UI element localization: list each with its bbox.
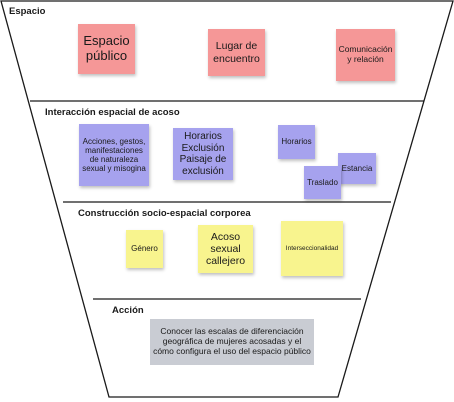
note-interseccionalidad: Interseccionalidad <box>281 221 343 276</box>
note-horarios-exclusion: Horarios Exclusión Paisaje de exclusión <box>173 128 233 180</box>
note-genero: Género <box>126 230 163 268</box>
note-traslado: Traslado <box>304 166 341 199</box>
section-heading-accion: Acción <box>112 305 144 316</box>
note-estancia: Estancia <box>338 153 376 184</box>
note-horarios: Horarios <box>278 125 315 159</box>
note-acciones-gestos: Acciones, gestos, manifestaciones de nat… <box>79 124 149 186</box>
note-conocer-escalas: Conocer las escalas de diferenciación ge… <box>150 319 314 365</box>
section-heading-interaccion: Interacción espacial de acoso <box>45 107 180 118</box>
section-heading-espacio: Espacio <box>9 6 46 17</box>
note-espacio-publico: Espacio público <box>78 24 135 74</box>
note-comunicacion-y-relacion: Comunicación y relación <box>336 29 395 81</box>
note-acoso-sexual-callejero: Acoso sexual callejero <box>198 225 253 273</box>
section-heading-construccion: Construcción socio-espacial corporea <box>78 208 251 219</box>
note-lugar-de-encuentro: Lugar de encuentro <box>208 29 265 76</box>
